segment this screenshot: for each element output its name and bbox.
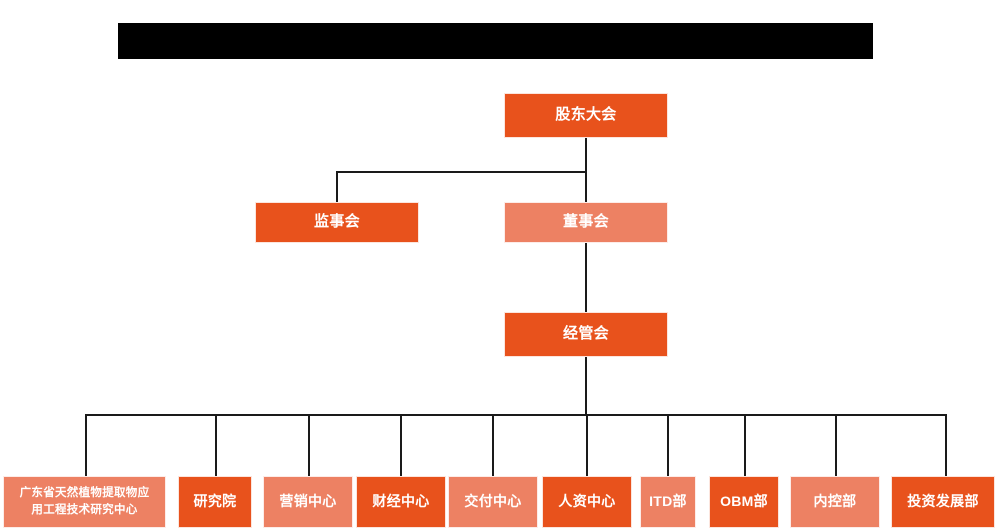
connector-drop-institute (215, 414, 217, 476)
node-itd-department[interactable]: ITD部 (640, 476, 696, 528)
connector-drop-itd (667, 414, 669, 476)
connector-drop-hr (586, 414, 588, 476)
connector-board-to-management (585, 242, 587, 312)
node-hr-center[interactable]: 人资中心 (542, 476, 632, 528)
redacted-title-bar (118, 23, 873, 59)
node-investment-development-department-label: 投资发展部 (907, 493, 979, 510)
node-delivery-center[interactable]: 交付中心 (448, 476, 538, 528)
node-marketing-center[interactable]: 营销中心 (263, 476, 353, 528)
node-delivery-center-label: 交付中心 (464, 493, 522, 510)
connector-drop-finance (400, 414, 402, 476)
node-hr-center-label: 人资中心 (558, 493, 616, 510)
node-internal-control-department[interactable]: 内控部 (790, 476, 880, 528)
connector-management-stem (585, 357, 587, 415)
node-management-committee-label: 经管会 (563, 325, 609, 343)
connector-departments-bus (85, 414, 946, 416)
connector-board-drop (585, 171, 587, 202)
node-internal-control-department-label: 内控部 (813, 493, 857, 510)
node-obm-department[interactable]: OBM部 (709, 476, 779, 528)
node-supervisory-board[interactable]: 监事会 (255, 202, 419, 243)
node-supervisory-board-label: 监事会 (314, 213, 360, 231)
node-marketing-center-label: 营销中心 (279, 493, 337, 510)
node-institute-label: 研究院 (193, 493, 237, 510)
connector-shareholders-stem (585, 138, 587, 172)
node-obm-department-label: OBM部 (720, 493, 768, 510)
node-research-center[interactable]: 广东省天然植物提取物应 用工程技术研究中心 (3, 476, 166, 528)
connector-drop-marketing (308, 414, 310, 476)
node-board-of-directors-label: 董事会 (563, 213, 609, 231)
node-institute[interactable]: 研究院 (178, 476, 252, 528)
connector-drop-delivery (492, 414, 494, 476)
connector-drop-obm (744, 414, 746, 476)
connector-drop-internal-control (835, 414, 837, 476)
node-board-of-directors[interactable]: 董事会 (504, 202, 668, 243)
node-research-center-line2: 用工程技术研究中心 (31, 504, 138, 516)
node-shareholders-label: 股东大会 (555, 106, 617, 124)
connector-drop-investment (945, 414, 947, 476)
node-management-committee[interactable]: 经管会 (504, 312, 668, 357)
node-investment-development-department[interactable]: 投资发展部 (891, 476, 995, 528)
node-research-center-line1: 广东省天然植物提取物应 (19, 487, 150, 500)
node-research-center-label: 广东省天然植物提取物应 用工程技术研究中心 (20, 485, 150, 518)
node-finance-center[interactable]: 财经中心 (356, 476, 446, 528)
connector-supervisory-drop (336, 171, 338, 202)
node-finance-center-label: 财经中心 (372, 493, 430, 510)
node-shareholders[interactable]: 股东大会 (504, 93, 668, 138)
connector-drop-research-center (85, 414, 87, 476)
connector-level2-bus (336, 171, 587, 173)
node-itd-department-label: ITD部 (649, 493, 687, 510)
